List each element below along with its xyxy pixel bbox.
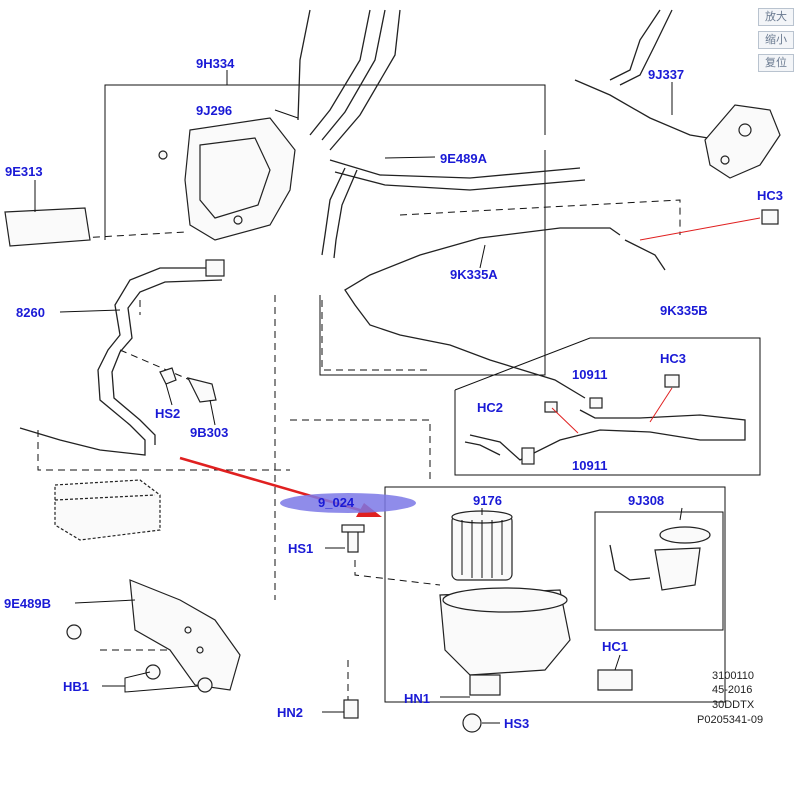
red-pointer-lines bbox=[179, 217, 761, 517]
label-HS1[interactable]: HS1 bbox=[288, 541, 313, 556]
label-9B303[interactable]: 9B303 bbox=[190, 425, 228, 440]
dashed-leader-lines bbox=[37, 199, 681, 705]
label-HC3-lower[interactable]: HC3 bbox=[660, 351, 686, 366]
label-leaders bbox=[34, 70, 683, 724]
label-9J296[interactable]: 9J296 bbox=[196, 103, 232, 118]
fuel-line-9K335B bbox=[464, 409, 746, 461]
reference-block: 3100110 45-2016 30DDTX P0205341-09 bbox=[697, 670, 763, 726]
label-HC1[interactable]: HC1 bbox=[602, 639, 628, 654]
part-labels: 9H334 9J296 9E489A 9J337 9E313 HC3 9K335… bbox=[4, 56, 783, 731]
label-9E313[interactable]: 9E313 bbox=[5, 164, 43, 179]
fuel-line-9K335A bbox=[344, 227, 666, 399]
clip-HS2 bbox=[159, 367, 177, 385]
label-10911-lower[interactable]: 10911 bbox=[572, 458, 607, 473]
callout-boxes bbox=[104, 84, 761, 703]
label-HS2[interactable]: HS2 bbox=[155, 406, 180, 421]
reset-view-button[interactable]: 复位 bbox=[758, 54, 794, 72]
reference-line-2: 45-2016 bbox=[712, 684, 752, 696]
label-9176[interactable]: 9176 bbox=[473, 493, 502, 508]
label-9J308[interactable]: 9J308 bbox=[628, 493, 664, 508]
reference-line-1: 3100110 bbox=[712, 670, 754, 682]
zoom-in-button[interactable]: 放大 bbox=[758, 8, 794, 26]
highlight-ellipse bbox=[280, 493, 416, 513]
label-9-024[interactable]: 9_024 bbox=[318, 495, 355, 510]
label-9H334[interactable]: 9H334 bbox=[196, 56, 235, 71]
label-HN2[interactable]: HN2 bbox=[277, 705, 303, 720]
label-HN1[interactable]: HN1 bbox=[404, 691, 430, 706]
coolant-hose-8260 bbox=[19, 259, 225, 456]
label-9J337[interactable]: 9J337 bbox=[648, 67, 684, 82]
reference-line-3: 30DDTX bbox=[712, 699, 755, 711]
heat-shield-9H334 bbox=[158, 117, 296, 241]
label-10911-upper[interactable]: 10911 bbox=[572, 367, 607, 382]
label-9K335B[interactable]: 9K335B bbox=[660, 303, 708, 318]
sensor-9J308 bbox=[609, 526, 711, 591]
label-HC3[interactable]: HC3 bbox=[757, 188, 783, 203]
filter-element-9176 bbox=[451, 510, 513, 581]
bracket-9E489B bbox=[129, 579, 241, 691]
fuel-cooler bbox=[54, 479, 161, 541]
label-9E489B[interactable]: 9E489B bbox=[4, 596, 51, 611]
clip-9B303 bbox=[186, 377, 217, 403]
reference-line-4: P0205341-09 bbox=[697, 714, 763, 726]
tubes-upper bbox=[297, 9, 721, 259]
bracket-9J337 bbox=[704, 104, 781, 179]
label-9K335A[interactable]: 9K335A bbox=[450, 267, 498, 282]
label-9E489A[interactable]: 9E489A bbox=[440, 151, 488, 166]
zoom-out-button[interactable]: 缩小 bbox=[758, 31, 794, 49]
label-HB1[interactable]: HB1 bbox=[63, 679, 89, 694]
footer-caption bbox=[0, 790, 800, 800]
label-HS3[interactable]: HS3 bbox=[504, 716, 529, 731]
filter-housing bbox=[439, 587, 571, 696]
label-8260[interactable]: 8260 bbox=[16, 305, 45, 320]
hardware bbox=[66, 209, 779, 733]
bracket-9E313 bbox=[4, 207, 91, 247]
label-HC2[interactable]: HC2 bbox=[477, 400, 503, 415]
